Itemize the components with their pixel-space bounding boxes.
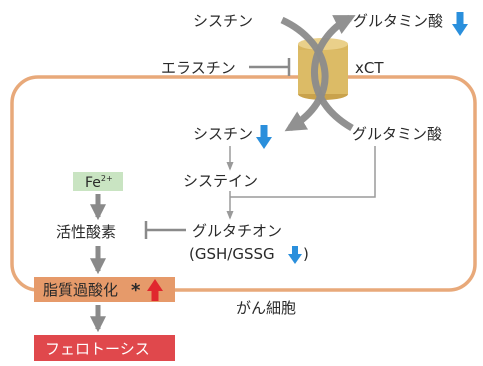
glutamate-outside-label: グルタミン酸 (353, 12, 443, 30)
gsh-ratio-close-label: ) (303, 245, 309, 263)
asterisk-label: * (131, 280, 141, 301)
cancer-cell-label: がん細胞 (236, 299, 296, 317)
lipid-peroxidation-increase-icon (147, 279, 163, 301)
glutathione-label: グルタチオン (192, 222, 282, 240)
glutamate-merge-line (230, 146, 376, 198)
cystine-import-arrow (280, 16, 329, 132)
glutamate-out-decrease-icon (452, 12, 468, 36)
fe-box (73, 172, 123, 191)
ferroptosis-box (34, 335, 175, 361)
cysteine-label: システイン (183, 172, 258, 190)
cystine-in-decrease-icon (256, 125, 272, 149)
glutamate-export-arrow (311, 14, 356, 132)
ros-label: 活性酸素 (56, 223, 116, 241)
lipid-peroxidation-label: 脂質過酸化 (43, 281, 118, 299)
cystine-outside-label: シスチン (193, 12, 253, 30)
glutamate-inside-label: グルタミン酸 (352, 125, 442, 143)
cancer-cell-membrane (10, 75, 477, 292)
gsh-ratio-label: (GSH/GSSG (189, 245, 275, 263)
erastin-label: エラスチン (161, 59, 236, 77)
ferroptosis-label: フェロトーシス (45, 340, 150, 358)
gsh-ratio-decrease-icon (288, 246, 302, 264)
xct-label: xCT (355, 59, 384, 77)
cystine-inside-label: シスチン (193, 125, 253, 143)
fe-label: Fe2+ (85, 174, 113, 191)
